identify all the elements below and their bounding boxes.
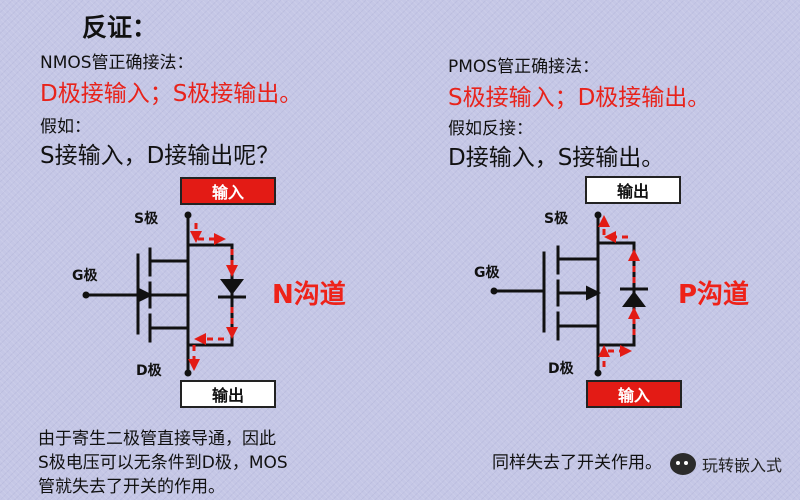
nmos-input-box: 输入 bbox=[180, 177, 276, 205]
nmos-output-box: 输出 bbox=[180, 380, 276, 408]
pmos-input-box: 输入 bbox=[586, 380, 682, 408]
pmos-diode bbox=[622, 291, 646, 307]
nmos-caption-suppose: 假如： bbox=[40, 117, 91, 137]
pmos-g-pin-label: G极 bbox=[474, 265, 500, 281]
watermark-text: 玩转嵌入式 bbox=[701, 456, 782, 475]
pmos-s-pin-label: S极 bbox=[544, 211, 569, 227]
pmos-circuit bbox=[490, 211, 648, 377]
nmos-rule: D极接输入；S极接输出。 bbox=[40, 81, 303, 107]
nmos-s-pin-label: S极 bbox=[134, 211, 159, 227]
page-title: 反证： bbox=[82, 13, 158, 42]
pmos-rule: S极接输入；D极接输出。 bbox=[448, 85, 711, 111]
nmos-diode bbox=[220, 279, 244, 295]
nmos-circuit bbox=[82, 211, 246, 377]
pmos-caption-reverse: 假如反接： bbox=[448, 119, 533, 139]
nmos-channel-label: N沟道 bbox=[272, 280, 346, 310]
pmos-output-box: 输出 bbox=[585, 176, 681, 204]
nmos-caption: NMOS管正确接法： bbox=[40, 53, 194, 73]
nmos-d-pin-label: D极 bbox=[136, 363, 162, 379]
pmos-caption: PMOS管正确接法： bbox=[448, 57, 600, 77]
watermark: 玩转嵌入式 bbox=[669, 452, 782, 476]
nmos-desc-line2: S极电压可以无条件到D极，MOS bbox=[38, 453, 288, 473]
pmos-question: D接输入，S接输出。 bbox=[448, 145, 665, 171]
pmos-d-pin-label: D极 bbox=[548, 361, 574, 377]
nmos-g-pin-label: G极 bbox=[72, 268, 98, 284]
nmos-question: S接输入，D接输出呢？ bbox=[40, 143, 280, 169]
nmos-desc-line3: 管就失去了开关的作用。 bbox=[38, 477, 225, 497]
wechat-icon bbox=[669, 453, 696, 475]
nmos-desc-line1: 由于寄生二极管直接导通，因此 bbox=[38, 429, 276, 449]
pmos-channel-label: P沟道 bbox=[678, 280, 750, 310]
pmos-desc: 同样失去了开关作用。 bbox=[492, 453, 662, 473]
